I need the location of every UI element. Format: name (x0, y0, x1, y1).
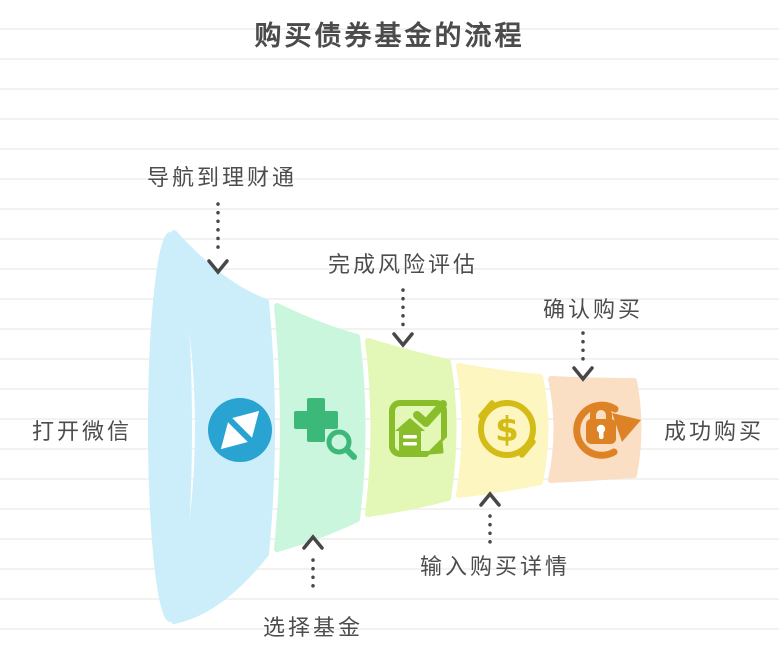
dollar-circle-icon: $ (478, 400, 536, 458)
document-check-icon (389, 400, 449, 458)
add-search-icon (294, 398, 357, 460)
lock-refresh-icon (573, 401, 641, 459)
arrow-up-icon (302, 534, 324, 596)
stage-1-label: 导航到理财通 (146, 165, 298, 190)
stage-3-label: 完成风险评估 (327, 252, 479, 277)
arrow-down-icon (572, 331, 594, 382)
end-label: 成功购买 (663, 419, 765, 444)
arrow-down-icon (207, 202, 229, 275)
arrow-down-icon (392, 288, 414, 348)
dollar-glyph: $ (495, 410, 519, 450)
stage-2-label: 选择基金 (262, 615, 364, 640)
arrow-up-icon (479, 491, 501, 548)
start-label: 打开微信 (31, 419, 133, 444)
funnel-segment-4 (456, 363, 549, 498)
stage-4-label: 输入购买详情 (419, 554, 571, 579)
page-title: 购买债券基金的流程 (254, 21, 525, 51)
compass-icon (208, 398, 272, 462)
funnel-mouth (148, 232, 192, 622)
stage-5-label: 确认购买 (542, 297, 644, 322)
